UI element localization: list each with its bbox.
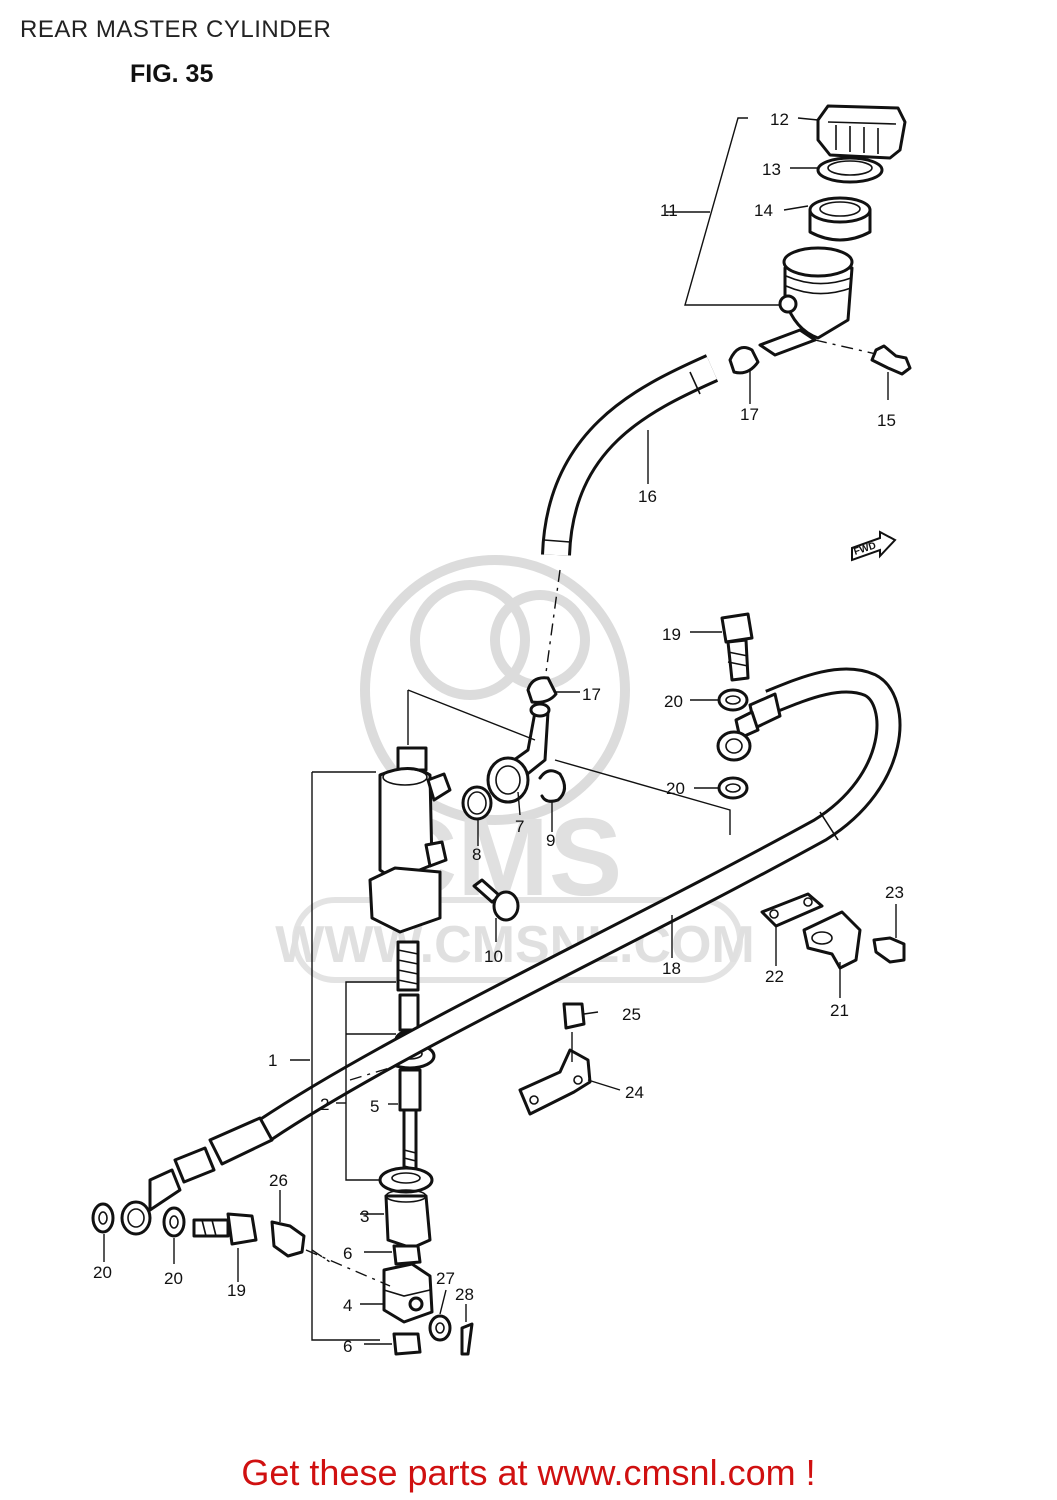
banjo-bolt-19-lower xyxy=(192,1212,258,1246)
promo-suffix: ! xyxy=(795,1452,816,1493)
callout-20-d: 20 xyxy=(164,1269,183,1288)
callout-12: 12 xyxy=(770,110,789,129)
brake-hose-18 xyxy=(120,667,902,1236)
callout-8: 8 xyxy=(472,845,481,864)
callout-13: 13 xyxy=(762,160,781,179)
fwd-indicator: FWD xyxy=(851,530,897,562)
boot-3 xyxy=(384,1189,432,1250)
bolt-23 xyxy=(872,936,906,964)
callout-23: 23 xyxy=(885,883,904,902)
bolt-10 xyxy=(472,878,520,922)
o-ring-8 xyxy=(461,785,493,821)
circlip-9 xyxy=(538,769,566,803)
callout-numbers: 12 13 11 14 17 15 16 19 17 20 20 7 8 9 2… xyxy=(93,110,904,1356)
hose-joint-7 xyxy=(486,702,551,804)
circlip-boot xyxy=(378,1166,434,1194)
bolt-25 xyxy=(562,1002,586,1030)
callout-16: 16 xyxy=(638,487,657,506)
pin-27 xyxy=(428,1314,452,1342)
watermark-url: WWW.CMSNL.COM xyxy=(275,916,754,974)
callout-7: 7 xyxy=(515,817,524,836)
callout-17-upper: 17 xyxy=(740,405,759,424)
callout-19-lower: 19 xyxy=(227,1281,246,1300)
reservoir-hose-16 xyxy=(541,354,719,681)
page-title: REAR MASTER CYLINDER xyxy=(20,16,332,43)
promo-prefix: Get these parts at xyxy=(241,1452,538,1493)
callout-5: 5 xyxy=(370,1097,379,1116)
parts-diagram: CMS WWW.CMSNL.COM xyxy=(91,104,912,1356)
washer-20-a xyxy=(717,688,749,712)
callout-24: 24 xyxy=(625,1083,644,1102)
callout-19-upper: 19 xyxy=(662,625,681,644)
reservoir-body xyxy=(758,246,854,357)
callout-3: 3 xyxy=(360,1207,369,1226)
callout-11: 11 xyxy=(660,201,678,220)
callout-15: 15 xyxy=(877,411,896,430)
diaphragm-14 xyxy=(808,196,872,242)
leader-lines xyxy=(103,117,897,1345)
washer-20-d xyxy=(162,1206,186,1238)
callout-26: 26 xyxy=(269,1171,288,1190)
bolt-26 xyxy=(270,1220,391,1287)
banjo-bolt-19-upper xyxy=(720,612,754,682)
callout-27: 27 xyxy=(436,1269,455,1288)
callout-20-a: 20 xyxy=(664,692,683,711)
callout-6-upper: 6 xyxy=(343,1244,352,1263)
washer-20-c xyxy=(91,1202,115,1234)
callout-6-lower: 6 xyxy=(343,1337,352,1356)
callout-18: 18 xyxy=(662,959,681,978)
clevis-4 xyxy=(382,1262,434,1324)
assembly-guide xyxy=(407,689,731,835)
clamp-24 xyxy=(518,1048,592,1116)
promo-banner: Get these parts at www.cmsnl.com ! xyxy=(0,1452,1057,1494)
hose-clamp-17-upper xyxy=(728,346,760,375)
callout-25: 25 xyxy=(622,1005,641,1024)
callout-17-lower: 17 xyxy=(582,685,601,704)
master-cylinder-body xyxy=(368,746,452,934)
callout-9: 9 xyxy=(546,831,555,850)
callout-20-c: 20 xyxy=(93,1263,112,1282)
cmsnl-link[interactable]: www.cmsnl.com xyxy=(537,1452,796,1493)
diaphragm-plate-13 xyxy=(816,156,884,184)
nut-6-upper xyxy=(392,1244,422,1266)
callout-10: 10 xyxy=(484,947,503,966)
reservoir-cap-12 xyxy=(816,104,907,160)
callout-20-b: 20 xyxy=(666,779,685,798)
hose-clamp-17-lower xyxy=(526,676,558,704)
callout-14: 14 xyxy=(754,201,773,220)
spring xyxy=(396,940,420,992)
callout-1: 1 xyxy=(268,1051,277,1070)
callout-4: 4 xyxy=(343,1296,352,1315)
push-rod-5 xyxy=(398,1068,422,1174)
bracket-11 xyxy=(684,117,780,306)
callout-21: 21 xyxy=(830,1001,849,1020)
nut-6-lower xyxy=(392,1332,422,1356)
bolt-15 xyxy=(814,339,912,376)
figure-number: FIG. 35 xyxy=(130,60,214,88)
callout-28: 28 xyxy=(455,1285,474,1304)
clamp-21 xyxy=(802,910,862,970)
cotter-pin-28 xyxy=(460,1322,474,1356)
callout-2: 2 xyxy=(320,1095,329,1114)
callout-22: 22 xyxy=(765,967,784,986)
washer-20-b xyxy=(717,776,749,800)
plate-22 xyxy=(760,892,824,928)
